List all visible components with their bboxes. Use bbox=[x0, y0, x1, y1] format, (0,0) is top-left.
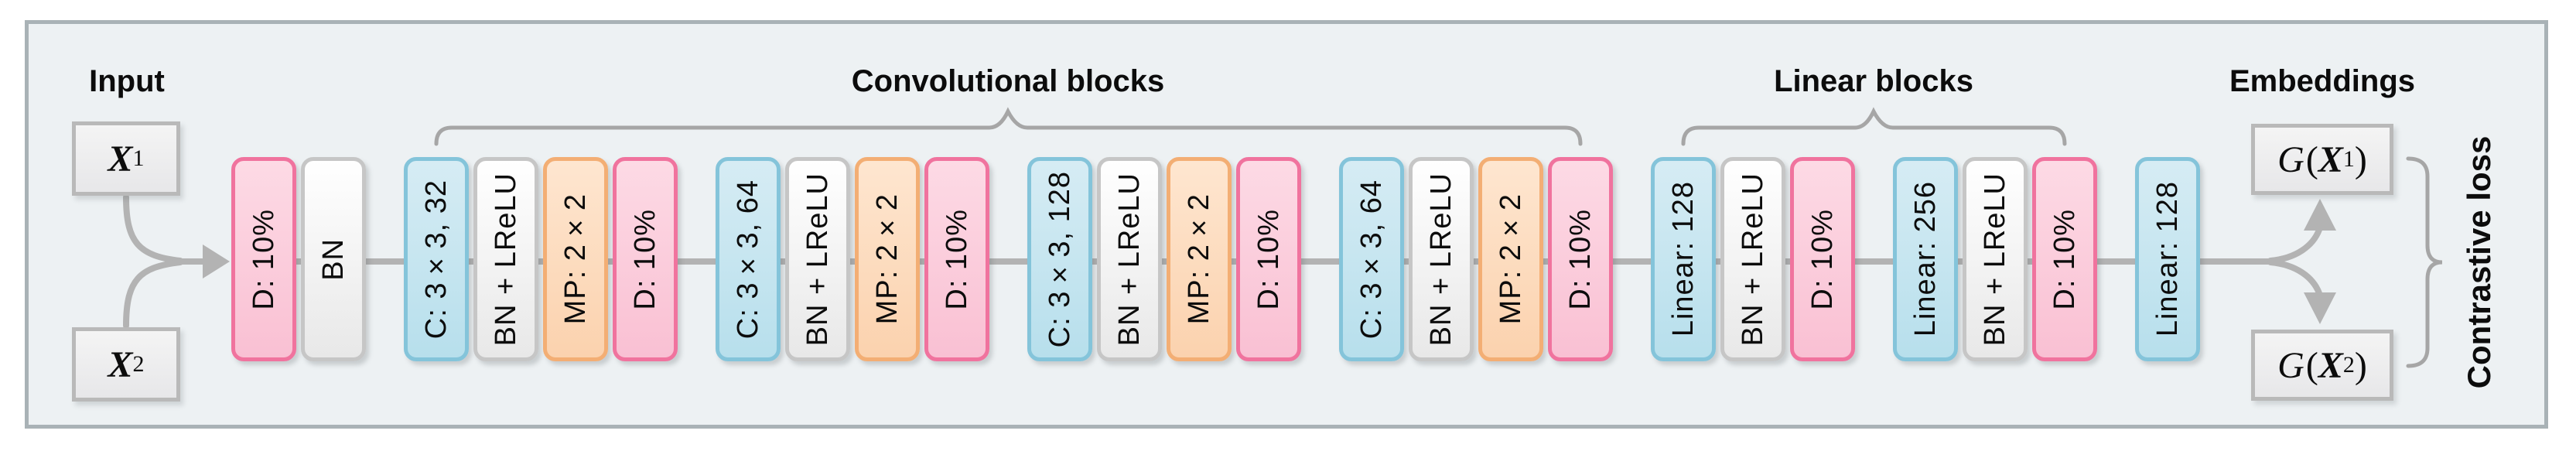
block-label: C: 3×3, 32 bbox=[419, 179, 453, 340]
block-norm-input-regularization: BN bbox=[301, 157, 366, 361]
block-conv-linear-block-2: Linear: 256 bbox=[1893, 157, 1958, 361]
linear-section-label: Linear blocks bbox=[1774, 64, 1973, 98]
block-label: MP: 2×2 bbox=[1494, 193, 1527, 325]
block-label: BN + LReLU bbox=[1736, 172, 1769, 347]
block-conv-linear-block-1: Linear: 128 bbox=[1651, 157, 1716, 361]
block-pool-conv-block-1: MP: 2×2 bbox=[543, 157, 608, 361]
conv-section-label: Convolutional blocks bbox=[851, 64, 1165, 98]
block-dropout-conv-block-4: D: 10% bbox=[1548, 157, 1613, 361]
block-label: D: 10% bbox=[247, 208, 280, 310]
block-norm-linear-block-1: BN + LReLU bbox=[1720, 157, 1785, 361]
block-label: D: 10% bbox=[2048, 208, 2081, 310]
block-label: C: 3×3, 64 bbox=[1355, 179, 1388, 340]
block-label: D: 10% bbox=[628, 208, 661, 310]
block-label: Linear: 128 bbox=[1666, 181, 1700, 337]
block-pool-conv-block-3: MP: 2×2 bbox=[1167, 157, 1232, 361]
block-label: BN + LReLU bbox=[801, 172, 834, 347]
block-dropout-linear-block-2: D: 10% bbox=[2032, 157, 2097, 361]
block-dropout-conv-block-1: D: 10% bbox=[613, 157, 678, 361]
block-label: D: 10% bbox=[1806, 208, 1839, 310]
block-conv-embedding-layer: Linear: 128 bbox=[2135, 157, 2200, 361]
block-dropout-linear-block-1: D: 10% bbox=[1790, 157, 1855, 361]
block-label: BN + LReLU bbox=[1978, 172, 2011, 347]
block-conv-conv-block-4: C: 3×3, 64 bbox=[1339, 157, 1404, 361]
block-dropout-conv-block-2: D: 10% bbox=[924, 157, 989, 361]
block-label: MP: 2×2 bbox=[559, 193, 592, 325]
block-label: BN + LReLU bbox=[489, 172, 522, 347]
block-norm-conv-block-1: BN + LReLU bbox=[473, 157, 538, 361]
block-label: C: 3×3, 128 bbox=[1043, 170, 1076, 348]
block-pool-conv-block-4: MP: 2×2 bbox=[1478, 157, 1543, 361]
contrastive-loss-label: Contrastive loss bbox=[2461, 135, 2497, 389]
block-label: MP: 2×2 bbox=[1182, 193, 1215, 325]
embeddings-section-label: Embeddings bbox=[2229, 64, 2416, 98]
block-label: D: 10% bbox=[1252, 208, 1285, 310]
block-dropout-conv-block-3: D: 10% bbox=[1236, 157, 1301, 361]
block-norm-conv-block-3: BN + LReLU bbox=[1097, 157, 1162, 361]
block-conv-conv-block-1: C: 3×3, 32 bbox=[404, 157, 469, 361]
block-label: Linear: 256 bbox=[1908, 181, 1942, 337]
block-label: BN bbox=[316, 238, 350, 281]
block-label: D: 10% bbox=[940, 208, 973, 310]
block-pool-conv-block-2: MP: 2×2 bbox=[855, 157, 920, 361]
input-section-label: Input bbox=[89, 64, 165, 98]
block-label: D: 10% bbox=[1563, 208, 1597, 310]
block-label: Linear: 128 bbox=[2151, 181, 2184, 337]
block-label: BN + LReLU bbox=[1112, 172, 1146, 347]
block-label: MP: 2×2 bbox=[870, 193, 904, 325]
block-dropout-input-regularization: D: 10% bbox=[231, 157, 296, 361]
block-label: C: 3×3, 64 bbox=[731, 179, 764, 340]
block-norm-linear-block-2: BN + LReLU bbox=[1963, 157, 2028, 361]
block-label: BN + LReLU bbox=[1424, 172, 1457, 347]
block-conv-conv-block-3: C: 3×3, 128 bbox=[1027, 157, 1092, 361]
block-norm-conv-block-4: BN + LReLU bbox=[1409, 157, 1474, 361]
block-norm-conv-block-2: BN + LReLU bbox=[785, 157, 850, 361]
block-conv-conv-block-2: C: 3×3, 64 bbox=[716, 157, 781, 361]
